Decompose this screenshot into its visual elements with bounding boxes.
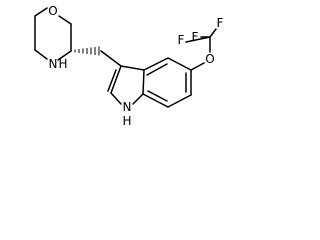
fluorine-top-right-label: F <box>217 16 224 30</box>
bond <box>143 57 169 71</box>
indole-pyrrole-ring <box>107 65 145 105</box>
bond <box>147 90 168 102</box>
bond <box>167 94 192 108</box>
bond <box>110 65 122 94</box>
trifluoromethoxy-group <box>185 28 217 71</box>
bond <box>190 62 205 71</box>
ether-oxygen-label: O <box>205 52 214 66</box>
bond <box>167 57 192 71</box>
molecule-structure: O N H O F F F N H <box>34 4 224 128</box>
morpholine-nitrogen-label: N <box>49 57 58 71</box>
bond <box>58 15 72 25</box>
bond <box>34 49 48 60</box>
indole-nitrogen-hydrogen-label: H <box>122 114 131 128</box>
bond <box>142 93 169 108</box>
morpholine-oxygen-label: O <box>48 4 57 18</box>
bond <box>209 28 217 38</box>
morpholine-ring <box>34 7 72 61</box>
bond <box>146 63 168 76</box>
stereo-hashed-wedge <box>74 46 100 56</box>
bond <box>185 36 211 43</box>
bond <box>100 50 122 67</box>
bond <box>120 65 145 71</box>
fluorine-top-left-label: F <box>192 30 199 44</box>
bond <box>110 92 122 105</box>
indole-nitrogen-label: N <box>123 100 132 114</box>
bond <box>57 50 72 61</box>
bond <box>142 69 145 95</box>
indole-benzene-ring <box>142 57 192 108</box>
bond <box>132 93 144 105</box>
bond <box>34 7 48 17</box>
morpholine-nitrogen-hydrogen-label: H <box>58 57 67 71</box>
bond <box>107 69 117 92</box>
fluorine-left-label: F <box>178 33 185 47</box>
